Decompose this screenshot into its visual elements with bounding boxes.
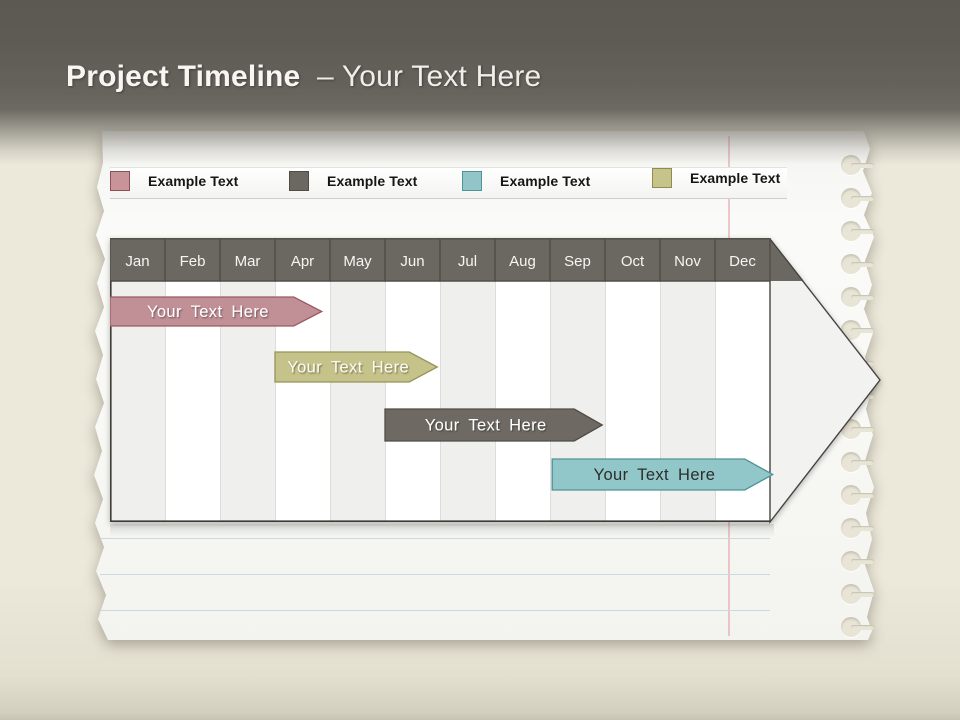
- big-arrow-shape: [769, 238, 881, 525]
- timeline-bar[interactable]: [110, 296, 324, 327]
- page-title[interactable]: Project Timeline – Your Text Here: [66, 60, 541, 94]
- month-cell: [659, 238, 716, 282]
- month-label: Dec: [729, 253, 756, 270]
- chart-reflection: [110, 524, 774, 537]
- legend-item: Example Text: [110, 171, 238, 191]
- legend-label: Example Text: [690, 170, 781, 186]
- big-arrow-slope-line: [769, 238, 804, 282]
- ruled-line: [100, 538, 770, 539]
- month-label: Sep: [564, 253, 591, 270]
- month-column: [495, 281, 550, 522]
- big-arrow: [769, 238, 881, 525]
- timeline-bar[interactable]: [384, 408, 604, 442]
- month-column: [330, 281, 385, 522]
- ruled-line: [100, 610, 770, 611]
- month-column: [440, 281, 495, 522]
- month-label: Jun: [400, 253, 424, 270]
- month-cell: [439, 238, 496, 282]
- timeline-bar[interactable]: [551, 458, 775, 491]
- legend-label: Example Text: [327, 173, 418, 189]
- legend-item: Example Text: [652, 168, 780, 188]
- page-title-main: Project Timeline: [66, 60, 301, 93]
- legend: Example Text Example Text Example Text E…: [110, 167, 787, 199]
- legend-label: Example Text: [500, 173, 591, 189]
- legend-swatch-teal: [462, 171, 482, 191]
- month-cell: [384, 238, 441, 282]
- timeline-chart: Jan Feb Mar Apr May Jun Jul Aug Sep Oct Nov Dec You…: [110, 238, 881, 525]
- month-label: Nov: [674, 253, 701, 270]
- month-header-row: Jan Feb Mar Apr May Jun Jul Aug Sep Oct Nov Dec: [110, 238, 771, 282]
- bar-label[interactable]: Your Text Here: [287, 359, 409, 377]
- legend-swatch-gray: [289, 171, 309, 191]
- timeline-bar[interactable]: [274, 351, 439, 383]
- month-column: [385, 281, 440, 522]
- month-label: Jul: [458, 253, 477, 270]
- bar-label[interactable]: Your Text Here: [594, 466, 716, 484]
- month-label: Mar: [235, 253, 261, 270]
- month-label: Aug: [509, 253, 536, 270]
- month-cell: [714, 238, 771, 282]
- ruled-line: [100, 574, 770, 575]
- legend-swatch-pink: [110, 171, 130, 191]
- month-label: Oct: [621, 253, 645, 270]
- month-cell: [604, 238, 661, 282]
- bar-label[interactable]: Your Text Here: [147, 303, 269, 321]
- month-cell: [164, 238, 221, 282]
- page-title-placeholder: – Your Text Here: [316, 60, 542, 93]
- legend-swatch-olive: [652, 168, 672, 188]
- legend-label: Example Text: [148, 173, 239, 189]
- month-label: Feb: [180, 253, 206, 270]
- legend-item: Example Text: [462, 171, 590, 191]
- month-cell: [329, 238, 386, 282]
- legend-item: Example Text: [289, 171, 417, 191]
- month-cell: [219, 238, 276, 282]
- month-label: Jan: [125, 253, 149, 270]
- month-cell: [274, 238, 331, 282]
- month-label: Apr: [291, 253, 314, 270]
- month-label: May: [343, 253, 372, 270]
- bar-label[interactable]: Your Text Here: [425, 417, 547, 435]
